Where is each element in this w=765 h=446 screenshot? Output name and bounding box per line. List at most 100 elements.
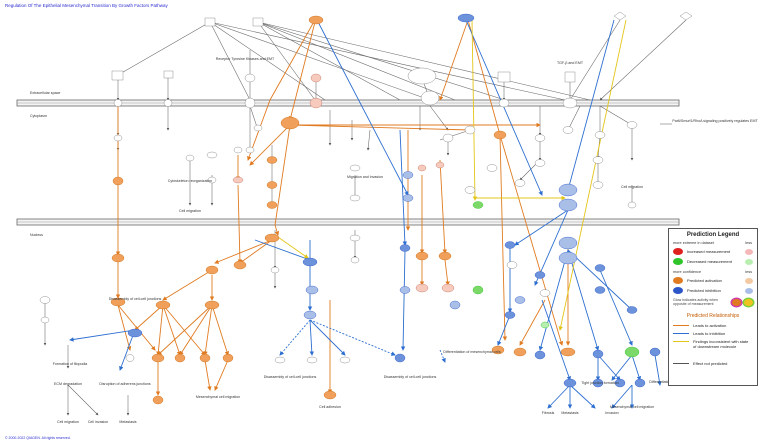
node-lef xyxy=(349,234,361,242)
node-ocln xyxy=(649,347,661,357)
legend-findings-label: Findings inconsistent with state of down… xyxy=(693,339,749,349)
node-zeb-right xyxy=(594,264,606,272)
label-disassembly2: Disassembly of cell-cell junctions xyxy=(264,375,317,379)
node-jak xyxy=(113,134,123,142)
node-ecad-nuc xyxy=(534,350,546,360)
node-ecad-bot xyxy=(339,356,351,364)
legend-row-leads-inhibition: Leads to inhibition xyxy=(673,331,725,336)
node-mir xyxy=(539,289,551,297)
node-shp2 xyxy=(245,146,255,154)
node-snail-b xyxy=(534,271,546,279)
node-twist xyxy=(110,297,126,307)
legend-row-not-predicted: Effect not predicted xyxy=(673,361,727,366)
legend-line-inhibition xyxy=(673,333,689,334)
label-fibrosis: Fibrosis xyxy=(542,411,555,415)
node-frs2 xyxy=(442,133,454,143)
node-stat3-nuc xyxy=(111,253,125,263)
edges-inhibition xyxy=(69,17,662,409)
compartment-nucleus-label: Nucleus xyxy=(30,233,43,237)
legend-more-confidence: more confidence xyxy=(673,270,702,274)
node-tgf-nuc xyxy=(506,261,518,269)
label-tgfb-emt: TGF-β and EMT xyxy=(557,61,584,65)
node-akt xyxy=(349,164,361,172)
node-hmga2 xyxy=(302,257,318,267)
legend-line-findings xyxy=(673,341,689,342)
legend-glow-swatch-a xyxy=(732,299,741,306)
node-rho xyxy=(349,194,361,202)
copyright-footer: © 2000-2022 QIAGEN. All rights reserved. xyxy=(5,436,71,440)
node-smad-a xyxy=(415,283,429,293)
node-mmp2-bot xyxy=(634,378,646,388)
legend-not-predicted-label: Effect not predicted xyxy=(693,361,728,366)
legend-line-activation xyxy=(673,325,689,326)
node-par6-b xyxy=(594,131,606,139)
node-pi3k xyxy=(280,116,300,130)
legend-inhibition-swatch xyxy=(673,287,683,294)
legend-leads-inhibition-label: Leads to inhibition xyxy=(693,331,726,336)
node-cyto-r xyxy=(592,181,604,189)
node-dock xyxy=(206,151,218,159)
label-invasion: Invasion xyxy=(605,411,618,415)
label-cell-adhesion: Cell adhesion xyxy=(319,405,341,409)
label-mig-invasion: Migration and invasion xyxy=(347,175,383,179)
label-mes-cell-migration: Mesenchymal cell migration xyxy=(196,395,240,399)
node-ecad-bb xyxy=(323,390,337,400)
label-formation-filo: Formation of filopodia xyxy=(53,362,88,366)
node-snai-nuc xyxy=(438,251,452,261)
node-cdh2-bot xyxy=(274,356,286,364)
legend-increased-label: Increased measurement xyxy=(687,249,731,254)
node-tgfbr xyxy=(562,97,578,109)
node-fn1 xyxy=(174,353,186,363)
label-cell-migration-bl: Cell migration xyxy=(57,420,79,424)
node-smad-comp xyxy=(558,198,578,212)
legend-row-decreased: Decreased measurement xyxy=(673,258,732,265)
node-smad4-nuc xyxy=(558,251,578,265)
node-tcf xyxy=(350,256,360,264)
label-disruption: Disruption of adherens junctions xyxy=(99,382,151,386)
node-sparc xyxy=(222,353,234,363)
node-smad7-top xyxy=(613,11,627,21)
node-mmp2 xyxy=(155,300,171,310)
legend-line-none xyxy=(673,363,689,364)
label-disassembly1: Disassembly of cell-cell junctions xyxy=(109,297,162,301)
node-wnt xyxy=(497,71,511,83)
node-emt-r xyxy=(627,201,637,209)
node-fgf-top xyxy=(252,17,264,27)
legend-inhibition-less-swatch xyxy=(745,288,753,294)
node-mmp-nuc xyxy=(270,266,280,274)
node-foxo xyxy=(472,201,484,209)
node-zeb-r2 xyxy=(594,286,606,294)
node-ctnnb-cyto xyxy=(402,194,414,202)
node-smad4-cyto xyxy=(558,183,578,197)
legend-activation-label: Predicted activation xyxy=(687,278,722,283)
legend-increased-swatch xyxy=(673,248,683,255)
label-rtk-emt: Receptor Tyrosine Kinases and EMT xyxy=(216,57,275,61)
legend-row-findings: Findings inconsistent with state of down… xyxy=(673,339,749,349)
node-ctnnb-nuc xyxy=(399,244,411,252)
node-dvl xyxy=(493,130,507,140)
legend-activation-swatch xyxy=(673,277,683,284)
node-tgfb xyxy=(564,71,576,83)
node-p38 xyxy=(534,159,546,167)
label-mes-cell-migration2: Mesenchymal cell migration xyxy=(610,405,654,409)
legend-decreased-swatch xyxy=(673,258,683,265)
node-smad-b xyxy=(441,283,455,293)
node-ecad-blue xyxy=(449,300,461,310)
node-par6 xyxy=(417,164,427,172)
node-smurf-b xyxy=(626,121,638,129)
label-tight-junction: Tight junction formation xyxy=(581,381,618,385)
node-mmp-bl xyxy=(39,296,51,304)
node-ecad-left2 xyxy=(125,354,135,362)
node-ecad-orange xyxy=(560,347,576,357)
legend-row-inhibition: Predicted inhibition xyxy=(673,287,721,294)
node-raf xyxy=(266,181,278,189)
legend-more-extreme: more extreme in dataset xyxy=(673,241,714,245)
node-igf1r xyxy=(244,97,256,109)
node-zeb1 xyxy=(303,310,317,320)
pathway-nodes xyxy=(39,11,693,405)
node-ras xyxy=(266,156,278,164)
node-igf xyxy=(244,73,256,83)
label-disassembly3: Disassembly of cell-cell junctions xyxy=(384,375,437,379)
legend-row-leads-activation: Leads to activation xyxy=(673,323,726,328)
